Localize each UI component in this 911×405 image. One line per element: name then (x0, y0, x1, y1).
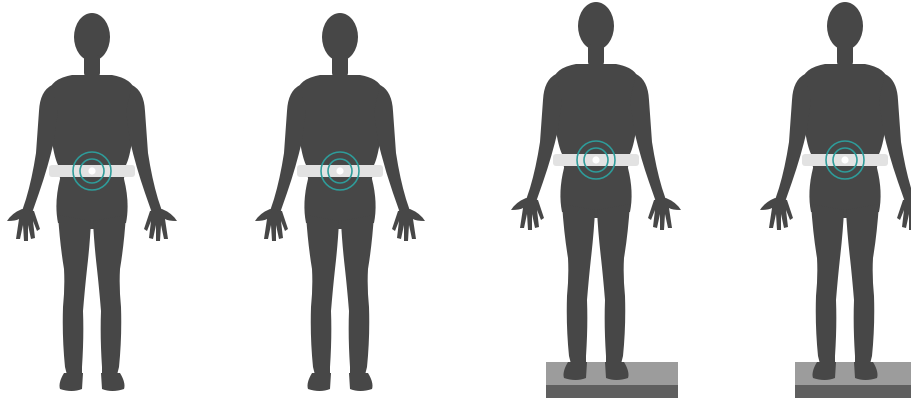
sensor-dot (592, 156, 599, 163)
human-silhouette-icon (745, 0, 911, 394)
figure-1 (0, 0, 192, 398)
sensor-dot (88, 167, 95, 174)
body-silhouette (760, 2, 911, 380)
human-silhouette-icon (240, 7, 440, 405)
body-silhouette (255, 13, 425, 391)
sensor-dot (841, 156, 848, 163)
body-silhouette (511, 2, 681, 380)
figure-3 (496, 0, 696, 398)
sensor-dot (336, 167, 343, 174)
body-silhouette (7, 13, 177, 391)
figure-4 (745, 0, 911, 398)
figure-2 (240, 0, 440, 398)
human-silhouette-icon (0, 7, 192, 405)
human-silhouette-icon (496, 0, 696, 394)
